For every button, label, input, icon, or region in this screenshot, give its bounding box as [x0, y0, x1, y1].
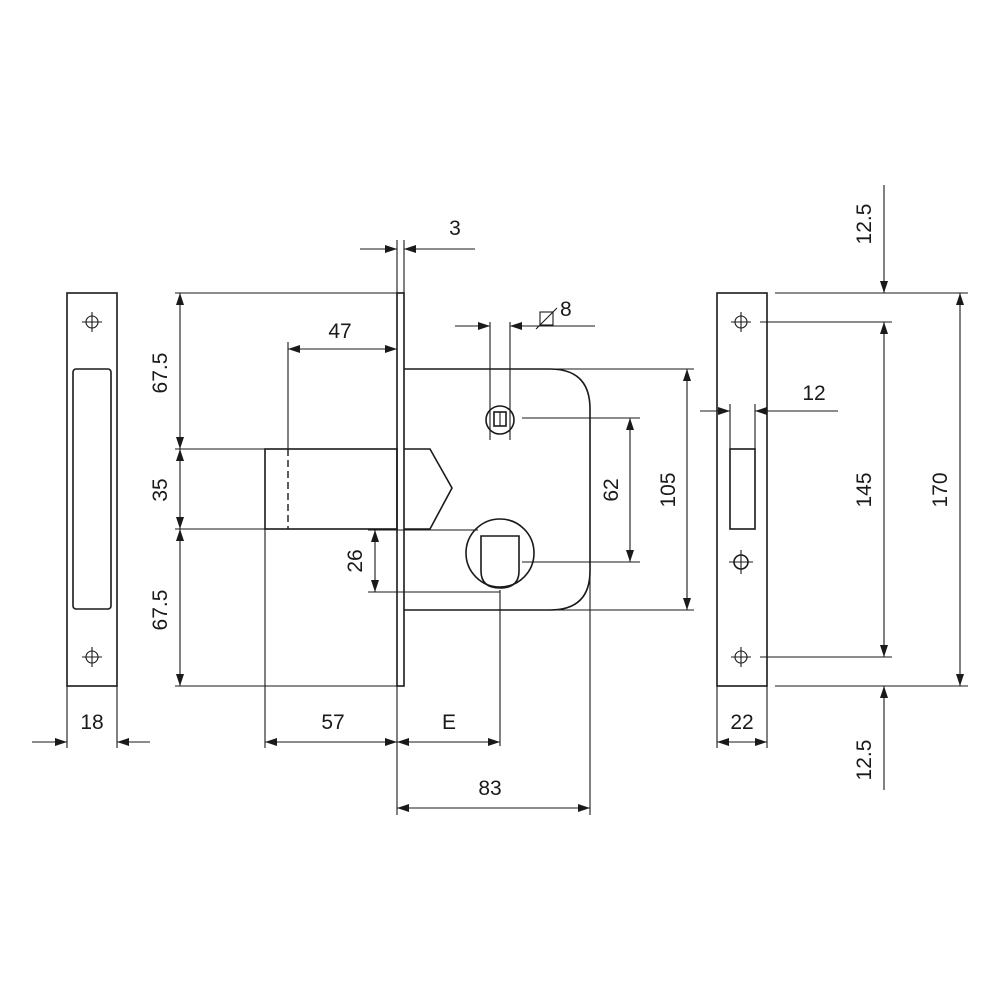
dimension-bottom-chain: 57 E 83: [264, 529, 591, 815]
cylinder-cam: [465, 518, 535, 589]
svg-text:47: 47: [328, 320, 351, 343]
keeper-upper-screw-hole: [731, 312, 751, 332]
dimension-faceplate-thickness: 3: [360, 217, 475, 293]
dimension-spindle-square: 8: [455, 298, 595, 330]
strike-plate: 18: [32, 292, 150, 748]
svg-text:62: 62: [600, 478, 623, 501]
dimension-case-height: 105: [550, 368, 694, 611]
dimension-case-depth: 83: [478, 777, 501, 800]
spindle-follower: [485, 322, 515, 440]
dimension-strike-width: 18: [80, 711, 103, 734]
dimension-chain-left: 67.5 35 67.5: [149, 292, 397, 687]
dimension-follower-to-cylinder: 62: [600, 418, 634, 562]
dimension-lower-offset: 67.5: [149, 590, 172, 631]
strike-upper-screw-hole: [82, 312, 102, 332]
svg-text:105: 105: [657, 472, 680, 507]
dimension-cylinder-backset: E: [442, 711, 456, 734]
dimension-keeper-bottom-margin: 12.5: [853, 740, 876, 781]
dimension-upper-offset: 67.5: [149, 353, 172, 394]
dimension-keeper-slot-width: 12: [700, 382, 838, 449]
dimension-bolt-travel: 47: [287, 320, 397, 449]
dimension-keeper-top-margin: 12.5: [853, 204, 876, 245]
svg-text:8: 8: [560, 298, 572, 321]
keeper-plate: [716, 292, 768, 687]
dimension-bolt-height: 35: [149, 478, 172, 501]
svg-text:3: 3: [449, 217, 461, 240]
lock-body: [264, 292, 591, 687]
keeper-lower-screw-hole: [731, 647, 751, 667]
dimension-keeper-width: 22: [716, 686, 768, 748]
dimension-keeper-total-height: 170: [929, 472, 952, 507]
dimension-chain-right: 12.5 145 12.5 170: [760, 185, 968, 790]
keeper-cylinder-hole: [729, 550, 753, 574]
strike-lower-screw-hole: [82, 647, 102, 667]
dimension-keeper-hole-spacing: 145: [853, 472, 876, 507]
dimension-cylinder-height: 26: [344, 529, 500, 593]
svg-text:26: 26: [344, 549, 367, 572]
svg-text:22: 22: [730, 711, 753, 734]
svg-text:12: 12: [802, 382, 825, 405]
dimension-backset: 57: [321, 711, 344, 734]
